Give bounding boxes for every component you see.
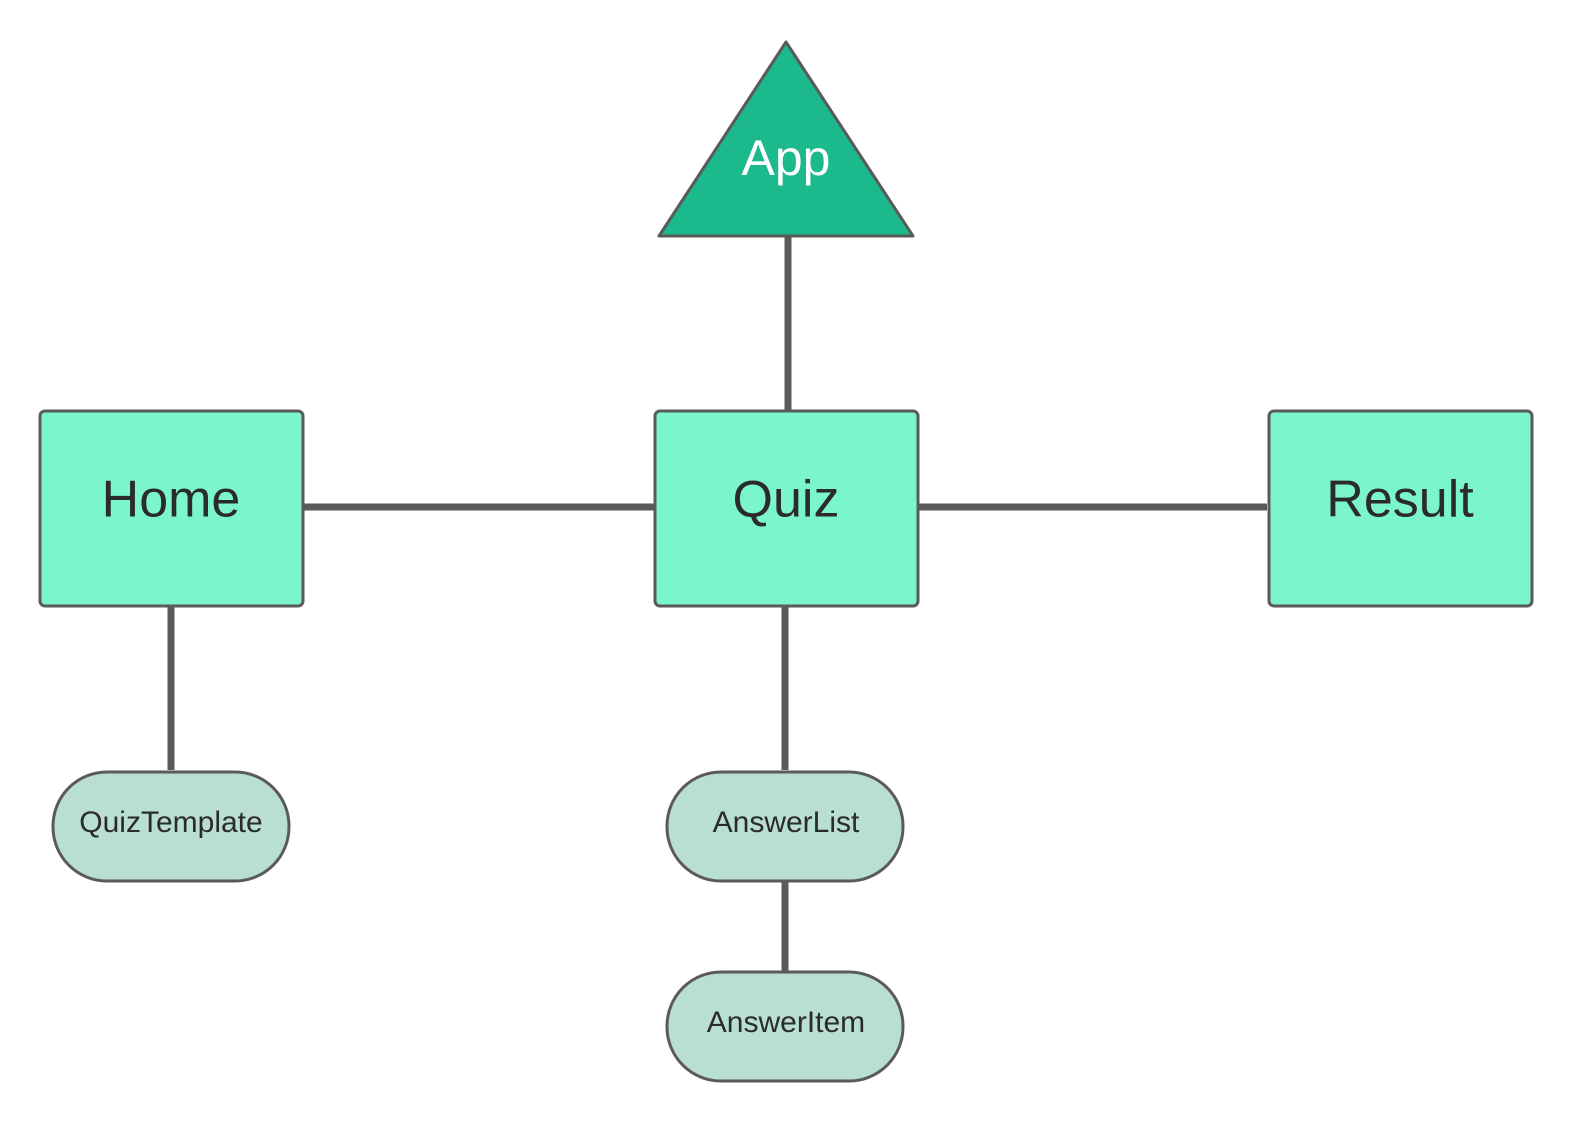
app-triangle-shape [657,40,915,238]
node-quiz[interactable]: Quiz [653,409,920,608]
quiztemplate-label: QuizTemplate [79,806,262,839]
result-box-shape [1267,409,1534,608]
quiztemplate-pill-shape [51,770,291,883]
node-answer-item[interactable]: AnswerItem [665,970,905,1083]
quiz-label: Quiz [733,471,840,529]
home-label: Home [102,471,241,529]
answerlist-pill-shape [665,770,905,883]
node-answer-list[interactable]: AnswerList [665,770,905,883]
node-result[interactable]: Result [1267,409,1534,608]
answerlist-label: AnswerList [713,806,860,839]
quiz-box-shape [653,409,920,608]
connectors [167,237,1267,972]
answeritem-pill-shape [665,970,905,1083]
node-quiz-template[interactable]: QuizTemplate [51,770,291,883]
node-home[interactable]: Home [38,409,305,608]
answeritem-label: AnswerItem [707,1006,865,1039]
result-label: Result [1326,471,1474,529]
home-box-shape [38,409,305,608]
node-app[interactable]: App [657,40,915,238]
app-label: App [742,130,831,186]
